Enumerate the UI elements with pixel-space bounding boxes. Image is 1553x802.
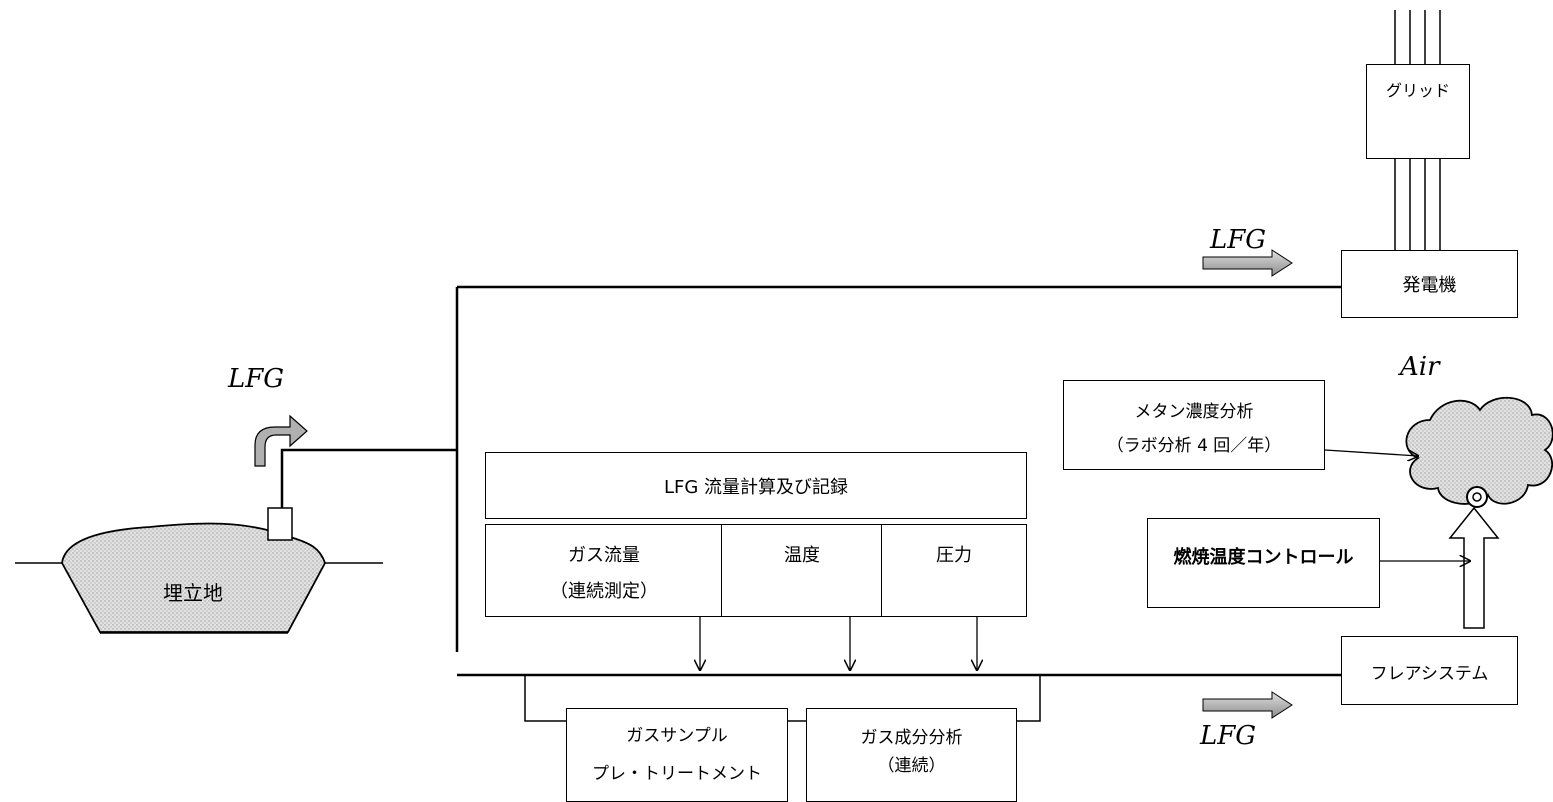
lfg-label-generator: LFG <box>1210 225 1267 255</box>
methane-to-air-arrow <box>1324 449 1418 456</box>
gas-analysis-line2: （連続） <box>877 756 946 776</box>
air-label: Air <box>1400 352 1440 382</box>
stack-pipe <box>267 507 293 541</box>
lfg-generator-arrow-icon <box>1202 249 1293 277</box>
grid-wires <box>1394 10 1441 252</box>
grid-box: グリッド <box>1366 64 1470 159</box>
methane-analysis-box: メタン濃度分析 （ラボ分析 4 回／年） <box>1063 380 1325 470</box>
gas-sample-line1: ガスサンプル <box>626 726 728 746</box>
sampling-loop-line <box>524 675 1041 722</box>
gas-flow-box: ガス流量 （連続測定） <box>485 524 723 617</box>
combustion-control-label: 燃焼温度コントロール <box>1173 547 1354 568</box>
gas-analysis-box: ガス成分分析 （連続） <box>806 708 1017 802</box>
flare-system-label: フレアシステム <box>1370 664 1489 684</box>
gas-flow-line2: （連続測定） <box>550 581 658 602</box>
flare-exhaust-arrow-icon <box>1448 506 1500 629</box>
flow-calc-label: LFG 流量計算及び記録 <box>663 477 849 498</box>
landfill-label: 埋立地 <box>163 581 223 605</box>
generator-label: 発電機 <box>1402 275 1457 296</box>
generator-box: 発電機 <box>1341 250 1518 318</box>
temperature-label: 温度 <box>784 545 820 566</box>
methane-analysis-line1: メタン濃度分析 <box>1134 402 1254 422</box>
lfg-label-stack: LFG <box>228 364 285 394</box>
stack-riser-line <box>280 448 457 508</box>
temperature-box: 温度 <box>721 524 883 617</box>
air-cloud-icon <box>1405 396 1553 505</box>
gas-analysis-line1: ガス成分分析 <box>860 728 963 748</box>
pressure-label: 圧力 <box>936 545 972 566</box>
flare-system-box: フレアシステム <box>1341 636 1518 705</box>
combustion-control-box: 燃焼温度コントロール <box>1147 518 1380 608</box>
lfg-label-flare: LFG <box>1200 721 1257 751</box>
flow-calc-box: LFG 流量計算及び記録 <box>485 452 1027 519</box>
gas-sample-line2: プレ・トリートメント <box>592 764 762 784</box>
pressure-box: 圧力 <box>881 524 1027 617</box>
gas-sample-box: ガスサンプル プレ・トリートメント <box>566 708 788 802</box>
lfg-flare-arrow-icon <box>1202 691 1293 719</box>
grid-label: グリッド <box>1385 81 1450 100</box>
lfg-curved-arrow-icon <box>254 414 308 467</box>
landfill-mound <box>15 522 383 634</box>
measurement-arrows <box>700 617 977 670</box>
methane-analysis-line2: （ラボ分析 4 回／年） <box>1106 436 1282 456</box>
gas-flow-line1: ガス流量 <box>568 545 640 566</box>
